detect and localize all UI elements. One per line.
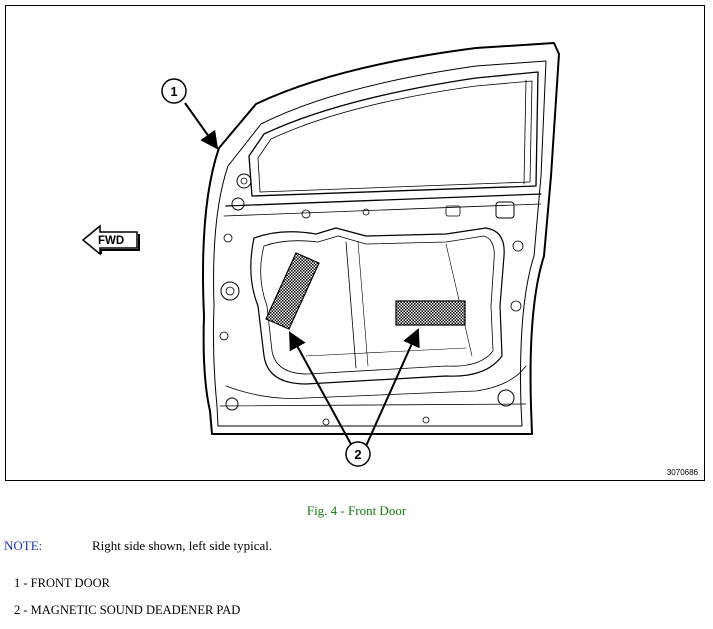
legend-item-front-door: 1 - FRONT DOOR xyxy=(14,576,110,590)
figure-id: 3070686 xyxy=(666,468,698,477)
access-opening xyxy=(250,227,505,385)
door-illustration: FWD 1 2 xyxy=(81,42,560,467)
svg-text:2: 2 xyxy=(354,447,361,462)
sound-deadener-pad-left xyxy=(265,252,320,330)
callout-1: 1 xyxy=(161,78,187,104)
callout-2: 2 xyxy=(345,441,371,467)
fwd-label: FWD xyxy=(98,235,124,247)
legend: 1 - FRONT DOOR 2 - MAGNETIC SOUND DEADEN… xyxy=(14,575,240,629)
note-label: NOTE: xyxy=(4,538,43,553)
window-frame xyxy=(248,71,539,197)
fwd-arrow: FWD xyxy=(81,224,140,256)
sound-deadener-pad-right xyxy=(395,300,466,326)
figure-frame: FWD 1 2 3070686 xyxy=(5,5,705,481)
leader-line-2b xyxy=(365,328,420,447)
door-outline xyxy=(202,42,560,435)
legend-item-sound-deadener-pad: 2 - MAGNETIC SOUND DEADENER PAD xyxy=(14,603,241,617)
leader-line-2a xyxy=(289,331,353,447)
figure-caption: Fig. 4 - Front Door xyxy=(306,503,407,518)
svg-text:1: 1 xyxy=(170,84,177,99)
note-text: Right side shown, left side typical. xyxy=(92,538,273,553)
leader-line-1 xyxy=(184,102,219,150)
